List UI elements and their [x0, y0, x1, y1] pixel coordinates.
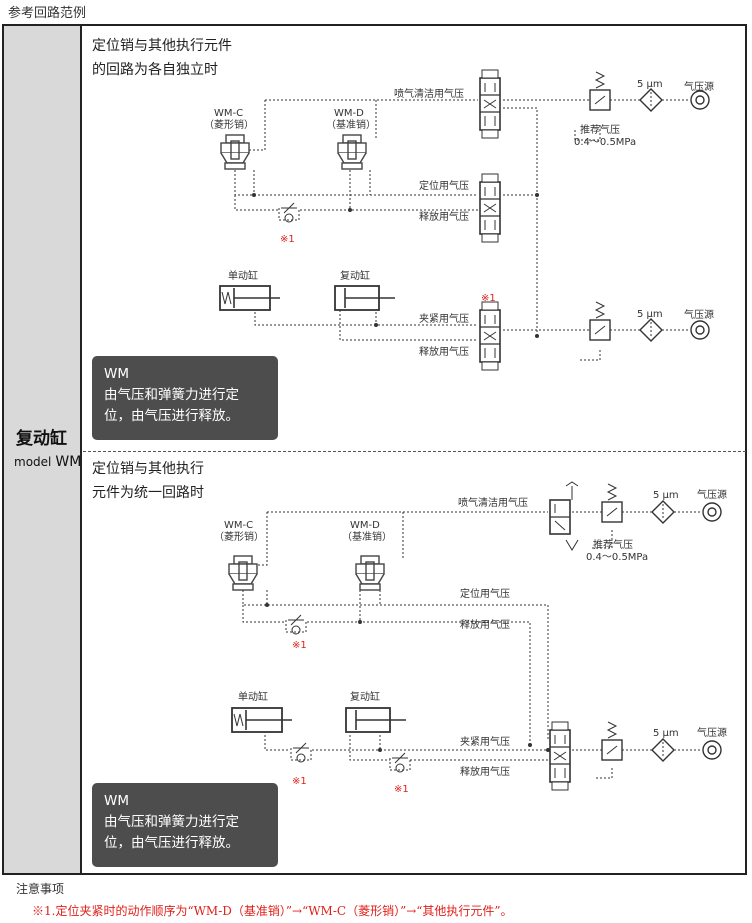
wmc-code: WM-C [224, 520, 253, 531]
filter-icon [651, 738, 675, 762]
regulator-icon [601, 721, 623, 761]
flow-control-icon [290, 742, 312, 763]
single-cylinder-label: 单动缸 [238, 690, 268, 703]
blow-valve-icon [479, 69, 501, 139]
mark2: ※1 [292, 776, 307, 787]
wmc-name: （菱形销） [214, 530, 264, 543]
wmd-name: （基准销） [326, 118, 376, 131]
note-line: 由气压和弹簧力进行定 [104, 814, 239, 830]
section2-labels: 喷气清洁用气压 定位用气压 释放用气压 夹紧用气压 释放用气压 WM-C （菱形… [214, 488, 727, 795]
release-label: 释放用气压 [419, 210, 469, 223]
wmc-name: （菱形销） [204, 118, 254, 131]
double-cylinder-label: 复动缸 [350, 690, 380, 703]
wmc-pin-icon [228, 555, 258, 591]
mark2: ※1 [481, 293, 496, 304]
section1-title-line2: 的回路为各自独立时 [92, 62, 218, 78]
wmd-name: （基准销） [342, 530, 392, 543]
page-title: 参考回路范例 [8, 6, 87, 21]
filter-icon [639, 88, 663, 112]
recommend-value: 0.4～0.5MPa [574, 137, 636, 148]
flow-control-icon [389, 752, 411, 773]
single-cylinder-icon [231, 707, 293, 733]
section2-title: 定位销与其他执行 元件为统一回路时 [92, 457, 204, 505]
section2-title-line1: 定位销与其他执行 [92, 461, 204, 477]
wmc-pin-icon [220, 134, 250, 170]
regulator-icon [589, 301, 611, 341]
single-cylinder-icon [219, 285, 281, 311]
regulator-icon [589, 71, 611, 111]
wmc-code: WM-C [214, 108, 243, 119]
wmd-pin-icon [355, 555, 385, 591]
clamp-label: 夹紧用气压 [460, 735, 510, 748]
note-line: 位，由气压进行释放。 [104, 835, 239, 851]
mark3: ※1 [394, 784, 409, 795]
source-top-label: 气压源 [684, 80, 714, 93]
note-line: 由气压和弹簧力进行定 [104, 387, 239, 403]
air-source-icon [690, 90, 710, 110]
release2-label: 释放用气压 [460, 765, 510, 778]
filter-top-label: 5 μm [637, 79, 663, 90]
clamp-valve-icon [479, 301, 501, 371]
section1-title: 定位销与其他执行元件 的回路为各自独立时 [92, 34, 232, 82]
notes-line: ※1.定位夹紧时的动作顺序为“WM-D（基准销）”→“WM-C（菱形销）”→“其… [32, 904, 513, 918]
main-valve-icon [549, 721, 571, 791]
model-name: 复动缸 [16, 429, 67, 449]
flow-control-icon [278, 202, 300, 223]
release2-label: 释放用气压 [419, 345, 469, 358]
wmd-pin-icon [337, 134, 367, 170]
air-source-icon [702, 740, 722, 760]
recommend-value: 0.4～0.5MPa [586, 552, 648, 563]
wmd-code: WM-D [350, 520, 380, 531]
section-divider [83, 451, 746, 452]
double-cylinder-icon [345, 707, 407, 733]
wmd-code: WM-D [334, 108, 364, 119]
blow-label: 喷气清洁用气压 [394, 87, 464, 100]
recommend-label: 推荐气压 [593, 538, 633, 551]
section1-components [219, 69, 710, 371]
regulator-icon [601, 483, 623, 523]
filter-icon [651, 500, 675, 524]
section1-note: WM 由气压和弹簧力进行定 位，由气压进行释放。 [92, 356, 278, 440]
filter-icon [639, 318, 663, 342]
filter-bot-label: 5 μm [637, 309, 663, 320]
source-top-label: 气压源 [697, 488, 727, 501]
note-line: 位，由气压进行释放。 [104, 408, 239, 424]
source-bot-label: 气压源 [684, 308, 714, 321]
air-source-icon [690, 320, 710, 340]
model-code-value: WM [55, 454, 82, 470]
mark1: ※1 [292, 640, 307, 651]
section2-circuit [242, 511, 702, 779]
locate-valve-icon [479, 173, 501, 243]
locate-label: 定位用气压 [460, 587, 510, 600]
note-title: WM [104, 793, 129, 809]
section2-note: WM 由气压和弹簧力进行定 位，由气压进行释放。 [92, 783, 278, 867]
note-title: WM [104, 366, 129, 382]
filter-top-label: 5 μm [653, 490, 679, 501]
double-cylinder-label: 复动缸 [340, 269, 370, 282]
clamp-label: 夹紧用气压 [419, 312, 469, 325]
model-prefix: model [14, 455, 52, 469]
notes-heading: 注意事项 [16, 882, 65, 896]
locate-label: 定位用气压 [419, 179, 469, 192]
recommend-label: 推荐气压 [580, 123, 620, 136]
double-cylinder-icon [334, 285, 396, 311]
mark1: ※1 [280, 234, 295, 245]
section1-title-line1: 定位销与其他执行元件 [92, 38, 232, 54]
source-bot-label: 气压源 [697, 726, 727, 739]
release-label: 释放用气压 [460, 618, 510, 631]
blow-valve-icon [549, 481, 579, 551]
section2-components [228, 481, 722, 791]
section2-title-line2: 元件为统一回路时 [92, 485, 204, 501]
flow-control-icon [285, 614, 307, 635]
single-cylinder-label: 单动缸 [228, 269, 258, 282]
section1-labels: 喷气清洁用气压 定位用气压 释放用气压 夹紧用气压 释放用气压 WM-C （菱形… [204, 79, 714, 358]
air-source-icon [702, 502, 722, 522]
filter-bot-label: 5 μm [653, 728, 679, 739]
blow-label: 喷气清洁用气压 [458, 496, 528, 509]
